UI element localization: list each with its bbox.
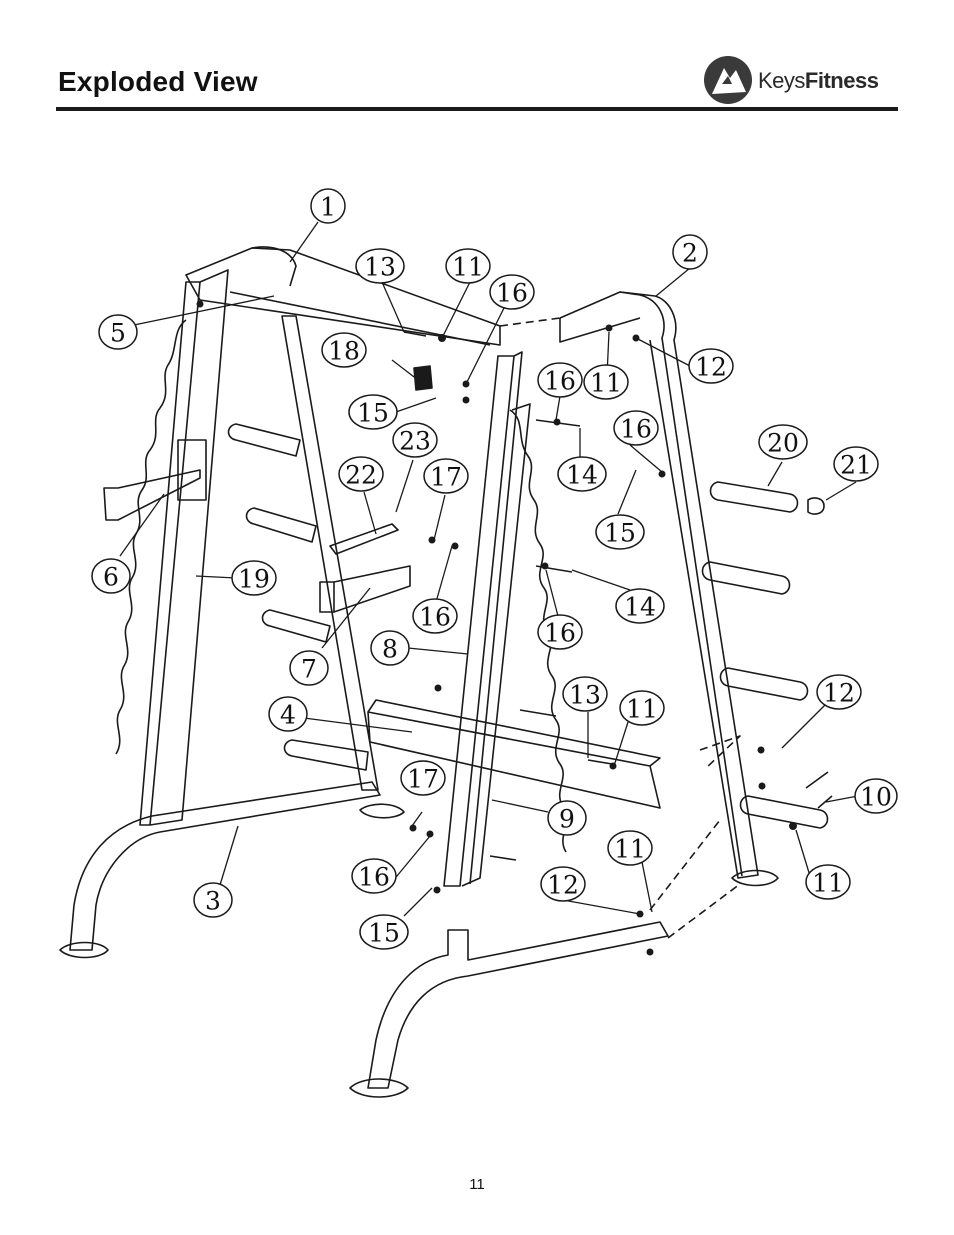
callout-7: 7 — [301, 655, 317, 684]
callout-16-d: 16 — [544, 619, 576, 648]
page-number: 11 — [469, 1176, 485, 1193]
logo-text-fitness: Fitness — [804, 68, 879, 93]
callout-16-e: 16 — [419, 603, 451, 632]
callout-11-c: 11 — [452, 253, 484, 282]
callout-20: 20 — [767, 429, 799, 458]
logo-text-keys: Keys — [758, 68, 805, 93]
callout-9: 9 — [559, 805, 575, 834]
callout-14-a: 14 — [566, 461, 598, 490]
callout-23: 23 — [399, 427, 431, 456]
callout-3: 3 — [205, 887, 221, 916]
callout-21: 21 — [840, 451, 872, 480]
callout-15-b: 15 — [604, 519, 636, 548]
callout-18: 18 — [328, 337, 360, 366]
header-rule — [56, 107, 898, 111]
callout-11-b: 11 — [614, 835, 646, 864]
callout-16-a: 16 — [496, 279, 528, 308]
callout-2: 2 — [682, 239, 698, 268]
callout-6: 6 — [103, 563, 119, 592]
callout-16-f: 16 — [358, 863, 390, 892]
callout-14-b: 14 — [624, 593, 656, 622]
page-title: Exploded View — [58, 66, 258, 97]
callout-11-a: 11 — [812, 869, 844, 898]
callout-10: 10 — [860, 783, 892, 812]
callout-4: 4 — [280, 701, 296, 730]
callout-13-b: 13 — [569, 681, 601, 710]
callout-17-a: 17 — [430, 463, 462, 492]
logo-mark-icon — [704, 56, 752, 104]
callout-15-c: 15 — [368, 919, 400, 948]
callout-13-a: 13 — [364, 253, 396, 282]
callout-5: 5 — [110, 319, 126, 348]
callout-1: 1 — [320, 193, 336, 222]
callout-16-b: 16 — [544, 367, 576, 396]
callout-15-a: 15 — [357, 399, 389, 428]
callout-11-d: 11 — [590, 369, 622, 398]
callout-12-c: 12 — [547, 871, 579, 900]
logo-wordmark: KeysFitness — [758, 68, 879, 94]
keys-fitness-logo: KeysFitness — [702, 54, 902, 110]
callout-22: 22 — [345, 461, 377, 490]
callout-12-b: 12 — [823, 679, 855, 708]
callout-17-b: 17 — [407, 765, 439, 794]
callout-11-e: 11 — [626, 695, 658, 724]
callout-16-c: 16 — [620, 415, 652, 444]
callout-8: 8 — [382, 635, 398, 664]
callout-19: 19 — [238, 565, 270, 594]
callout-12-a: 12 — [695, 353, 727, 382]
